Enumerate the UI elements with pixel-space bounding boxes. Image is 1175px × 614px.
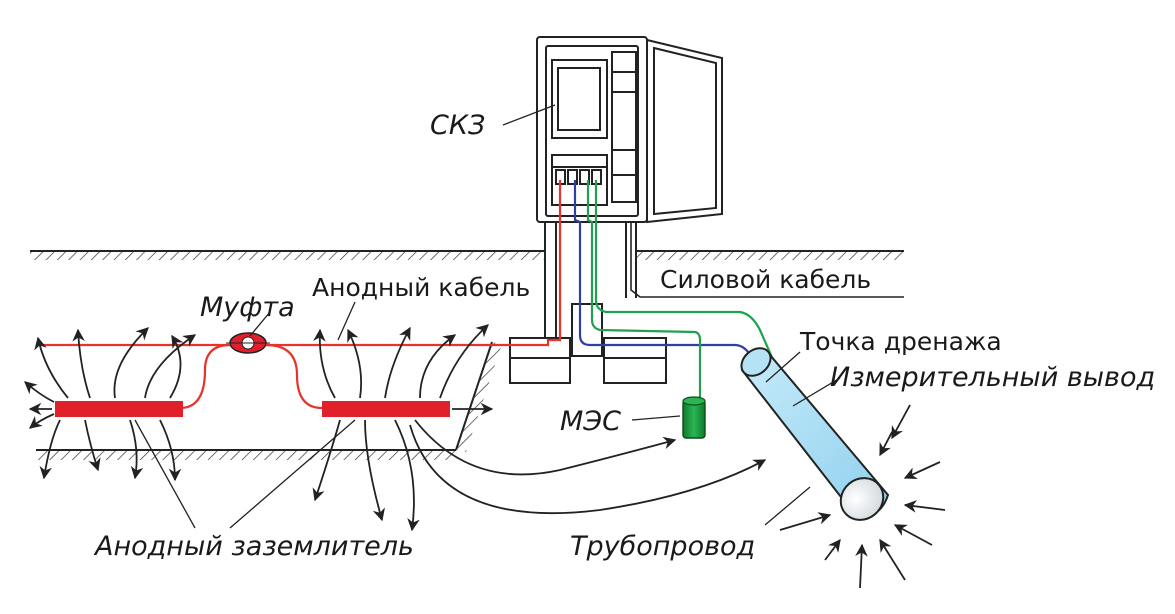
anode-bar-right xyxy=(322,401,450,417)
coupling xyxy=(226,332,270,354)
label-anode-ground: Анодный заземлитель xyxy=(93,531,414,562)
power-cable-wire xyxy=(630,222,655,298)
label-anode-cable: Анодный кабель xyxy=(312,273,530,302)
label-coupling: Муфта xyxy=(200,292,295,323)
label-measuring-terminal: Измерительный вывод xyxy=(830,362,1155,393)
label-skz: СКЗ xyxy=(430,110,485,141)
label-drain-point: Точка дренажа xyxy=(799,327,1002,356)
anode-bar-left xyxy=(55,401,183,417)
current-arrows-soil xyxy=(24,324,767,532)
label-mes: МЭС xyxy=(560,406,621,437)
current-arrows-pipeline xyxy=(779,404,946,589)
ground-surface xyxy=(30,250,904,460)
leader-lines xyxy=(134,104,841,529)
anode-cable-wire xyxy=(40,180,562,347)
pipeline xyxy=(740,347,890,521)
label-pipeline: Трубопровод xyxy=(570,531,755,562)
mes-electrode xyxy=(682,396,706,439)
measuring-wire xyxy=(586,180,702,400)
label-power-cable: Силовой кабель xyxy=(660,265,871,294)
skz-foundation xyxy=(509,303,667,384)
measuring-wire-2 xyxy=(594,180,797,411)
